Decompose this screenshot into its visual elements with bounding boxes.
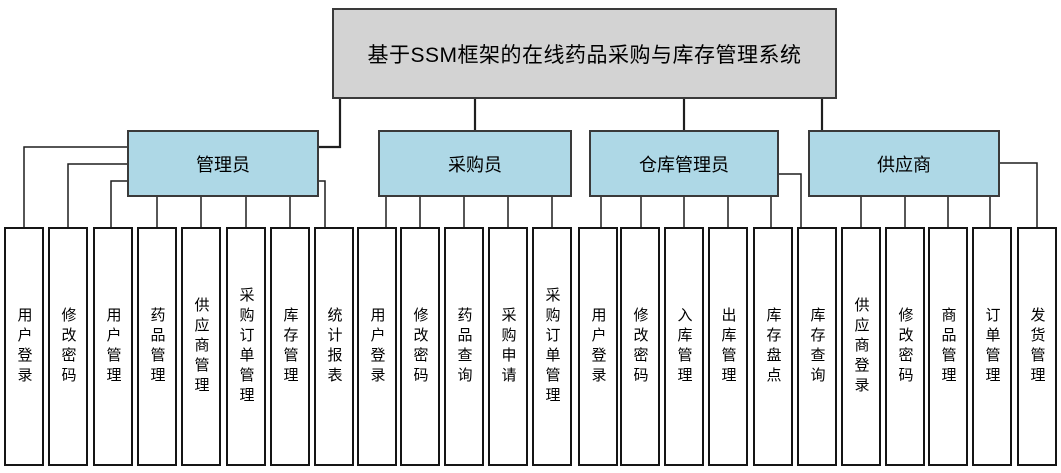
leaf-label: 修改密码 bbox=[631, 306, 649, 387]
role-label: 仓库管理员 bbox=[639, 154, 729, 175]
leaf-box: 商品管理 bbox=[928, 227, 968, 466]
leaf-label: 用户登录 bbox=[15, 306, 33, 387]
leaf-label: 出库管理 bbox=[719, 306, 737, 387]
leaf-box: 药品查询 bbox=[444, 227, 484, 466]
leaf-label: 用户登录 bbox=[368, 306, 386, 387]
leaf-box: 用户登录 bbox=[4, 227, 44, 466]
role-label: 供应商 bbox=[877, 154, 931, 175]
role-box-warehouse-manager: 仓库管理员 bbox=[589, 130, 779, 197]
role-box-administrator: 管理员 bbox=[127, 130, 319, 197]
leaf-box: 库存管理 bbox=[270, 227, 310, 466]
leaf-label: 药品查询 bbox=[455, 306, 473, 387]
leaf-box: 库存盘点 bbox=[753, 227, 793, 466]
leaf-box: 修改密码 bbox=[620, 227, 660, 466]
leaf-box: 修改密码 bbox=[885, 227, 925, 466]
role-label: 采购员 bbox=[448, 154, 502, 175]
leaf-label: 库存查询 bbox=[808, 306, 826, 387]
leaf-box: 药品管理 bbox=[137, 227, 177, 466]
leaf-box: 采购订单管理 bbox=[532, 227, 572, 466]
leaf-label: 统计报表 bbox=[325, 306, 343, 387]
leaf-label: 用户登录 bbox=[589, 306, 607, 387]
leaf-label: 用户管理 bbox=[104, 306, 122, 387]
leaf-box: 用户登录 bbox=[578, 227, 618, 466]
leaf-box: 修改密码 bbox=[400, 227, 440, 466]
leaf-box: 采购申请 bbox=[488, 227, 528, 466]
leaf-label: 供应商管理 bbox=[192, 296, 210, 397]
leaf-box: 供应商管理 bbox=[181, 227, 221, 466]
leaf-box: 库存查询 bbox=[797, 227, 837, 466]
leaf-label: 采购订单管理 bbox=[543, 286, 561, 407]
leaf-label: 商品管理 bbox=[939, 306, 957, 387]
leaf-box: 用户管理 bbox=[93, 227, 133, 466]
leaf-label: 采购申请 bbox=[499, 306, 517, 387]
leaf-label: 供应商登录 bbox=[852, 296, 870, 397]
leaf-box: 订单管理 bbox=[972, 227, 1012, 466]
leaf-box: 修改密码 bbox=[48, 227, 88, 466]
leaf-label: 采购订单管理 bbox=[237, 286, 255, 407]
system-title-box: 基于SSM框架的在线药品采购与库存管理系统 bbox=[332, 8, 837, 99]
leaf-box: 发货管理 bbox=[1017, 227, 1057, 466]
leaf-label: 修改密码 bbox=[59, 306, 77, 387]
leaf-label: 发货管理 bbox=[1028, 306, 1046, 387]
leaf-label: 药品管理 bbox=[148, 306, 166, 387]
system-title: 基于SSM框架的在线药品采购与库存管理系统 bbox=[367, 43, 802, 67]
leaf-label: 库存盘点 bbox=[764, 306, 782, 387]
role-box-purchaser: 采购员 bbox=[378, 130, 572, 197]
leaf-label: 入库管理 bbox=[675, 306, 693, 387]
leaf-box: 采购订单管理 bbox=[226, 227, 266, 466]
leaf-box: 统计报表 bbox=[314, 227, 354, 466]
role-label: 管理员 bbox=[196, 154, 250, 175]
leaf-box: 用户登录 bbox=[357, 227, 397, 466]
leaf-box: 供应商登录 bbox=[841, 227, 881, 466]
leaf-label: 修改密码 bbox=[896, 306, 914, 387]
leaf-label: 修改密码 bbox=[411, 306, 429, 387]
role-box-supplier: 供应商 bbox=[808, 130, 1000, 197]
leaf-box: 入库管理 bbox=[664, 227, 704, 466]
leaf-box: 出库管理 bbox=[708, 227, 748, 466]
leaf-label: 库存管理 bbox=[281, 306, 299, 387]
leaf-label: 订单管理 bbox=[983, 306, 1001, 387]
